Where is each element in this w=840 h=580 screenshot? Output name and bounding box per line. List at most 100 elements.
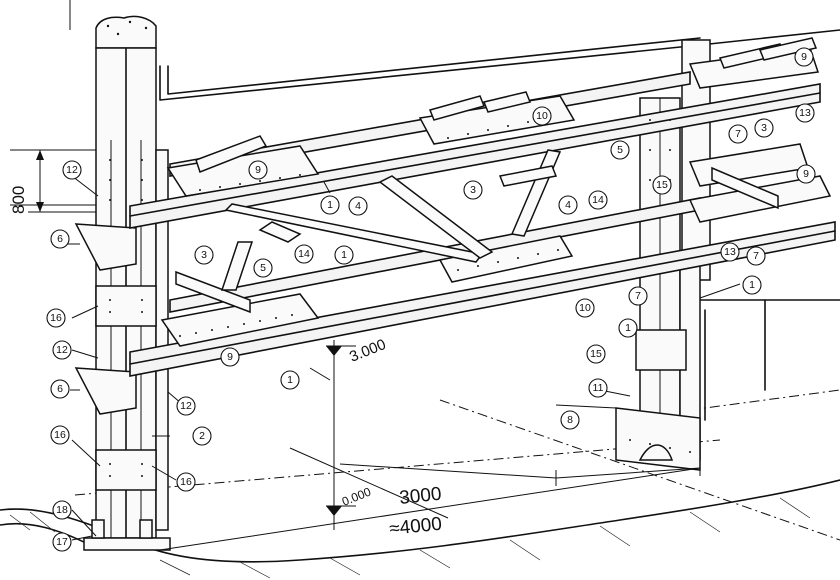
- callout-15a: 15: [652, 175, 672, 195]
- svg-text:14: 14: [592, 194, 604, 206]
- callout-7b: 7: [746, 246, 766, 266]
- upper-deck: [166, 47, 819, 197]
- dimension-800: 800: [9, 149, 96, 214]
- svg-text:4: 4: [565, 199, 571, 211]
- diagonal-braces: [220, 149, 562, 291]
- building-wall: [10, 0, 840, 421]
- callout-1c: 1: [280, 370, 300, 390]
- svg-text:14: 14: [298, 248, 310, 260]
- svg-text:13: 13: [724, 246, 736, 258]
- callout-14b: 14: [588, 190, 608, 210]
- callout-16c: 16: [176, 472, 196, 492]
- callout-16a: 16: [46, 308, 66, 328]
- svg-text:1: 1: [327, 199, 333, 211]
- callout-6a: 6: [50, 229, 70, 249]
- channel-sections: [175, 37, 818, 314]
- leader-lines: [68, 175, 741, 541]
- callout-3a: 3: [194, 245, 214, 265]
- callout-15b: 15: [586, 344, 606, 364]
- left-brackets: [74, 223, 137, 415]
- callout-7a: 7: [728, 124, 748, 144]
- svg-text:8: 8: [567, 414, 573, 426]
- upper-front-beam: [129, 83, 821, 229]
- level-0000: 0.000: [326, 484, 373, 516]
- svg-text:7: 7: [735, 128, 741, 140]
- svg-text:5: 5: [260, 262, 266, 274]
- callout-3c: 3: [754, 118, 774, 138]
- callout-11: 11: [588, 378, 608, 398]
- callout-13a: 13: [795, 103, 815, 123]
- callout-13b: 13: [720, 242, 740, 262]
- svg-text:3: 3: [470, 184, 476, 196]
- span-4000-label: ≈4000: [388, 514, 443, 540]
- callout-5a: 5: [253, 258, 273, 278]
- svg-text:1: 1: [287, 374, 293, 386]
- bolt-rows: [109, 117, 691, 477]
- callout-17: 17: [52, 532, 72, 552]
- callout-18: 18: [52, 500, 72, 520]
- callout-2: 2: [192, 426, 212, 446]
- span-3000-label: 3000: [398, 484, 442, 509]
- svg-text:7: 7: [753, 250, 759, 262]
- callout-10a: 10: [532, 106, 552, 126]
- svg-text:3: 3: [761, 122, 767, 134]
- svg-text:3: 3: [201, 249, 207, 261]
- callout-9d: 9: [796, 164, 816, 184]
- svg-text:5: 5: [617, 144, 623, 156]
- svg-text:13: 13: [799, 107, 811, 119]
- callout-4b: 4: [558, 195, 578, 215]
- callout-12a: 12: [62, 160, 82, 180]
- svg-text:6: 6: [57, 383, 63, 395]
- callout-7c: 7: [628, 286, 648, 306]
- svg-text:2: 2: [199, 430, 205, 442]
- callout-9c: 9: [794, 47, 814, 67]
- svg-text:6: 6: [57, 233, 63, 245]
- callout-12b: 12: [52, 340, 72, 360]
- svg-text:9: 9: [227, 351, 233, 363]
- svg-text:1: 1: [341, 249, 347, 261]
- callout-1a: 1: [320, 195, 340, 215]
- callout-8: 8: [560, 410, 580, 430]
- svg-text:18: 18: [56, 504, 68, 516]
- svg-text:9: 9: [803, 168, 809, 180]
- lower-front-beam: [129, 221, 836, 377]
- left-column: [83, 47, 171, 551]
- callout-1d: 1: [742, 275, 762, 295]
- callout-4a: 4: [348, 196, 368, 216]
- callout-10b: 10: [575, 298, 595, 318]
- callout-3b: 3: [463, 180, 483, 200]
- callout-5b: 5: [610, 140, 630, 160]
- svg-text:12: 12: [56, 344, 68, 356]
- svg-text:17: 17: [56, 536, 68, 548]
- callout-1b: 1: [334, 245, 354, 265]
- svg-text:12: 12: [180, 400, 192, 412]
- svg-text:11: 11: [593, 382, 604, 394]
- callout-9b: 9: [220, 347, 240, 367]
- svg-text:16: 16: [54, 429, 66, 441]
- concrete-column-cap: [95, 15, 157, 49]
- level-0000-label: 0.000: [340, 484, 373, 508]
- svg-text:10: 10: [536, 110, 548, 122]
- svg-text:9: 9: [801, 51, 807, 63]
- svg-text:15: 15: [656, 179, 668, 191]
- callout-9a: 9: [248, 160, 268, 180]
- svg-text:4: 4: [355, 200, 361, 212]
- svg-text:16: 16: [50, 312, 62, 324]
- svg-text:1: 1: [625, 322, 631, 334]
- level-3000-label: 3.000: [347, 336, 388, 366]
- svg-text:1: 1: [749, 279, 755, 291]
- svg-text:7: 7: [635, 290, 641, 302]
- callout-14a: 14: [294, 244, 314, 264]
- dimension-spans: 3000 ≈4000: [159, 447, 701, 551]
- callout-6b: 6: [50, 379, 70, 399]
- svg-text:12: 12: [66, 164, 78, 176]
- callout-12c: 12: [176, 396, 196, 416]
- dim-800-label: 800: [9, 186, 28, 214]
- callout-1e: 1: [618, 318, 638, 338]
- callout-markers: 1 1 1 1 1 2 3 3 3 4 4 5 5 6 6 7 7 7 8 9 …: [46, 47, 816, 552]
- svg-text:9: 9: [255, 164, 261, 176]
- svg-text:15: 15: [590, 348, 602, 360]
- svg-text:10: 10: [579, 302, 591, 314]
